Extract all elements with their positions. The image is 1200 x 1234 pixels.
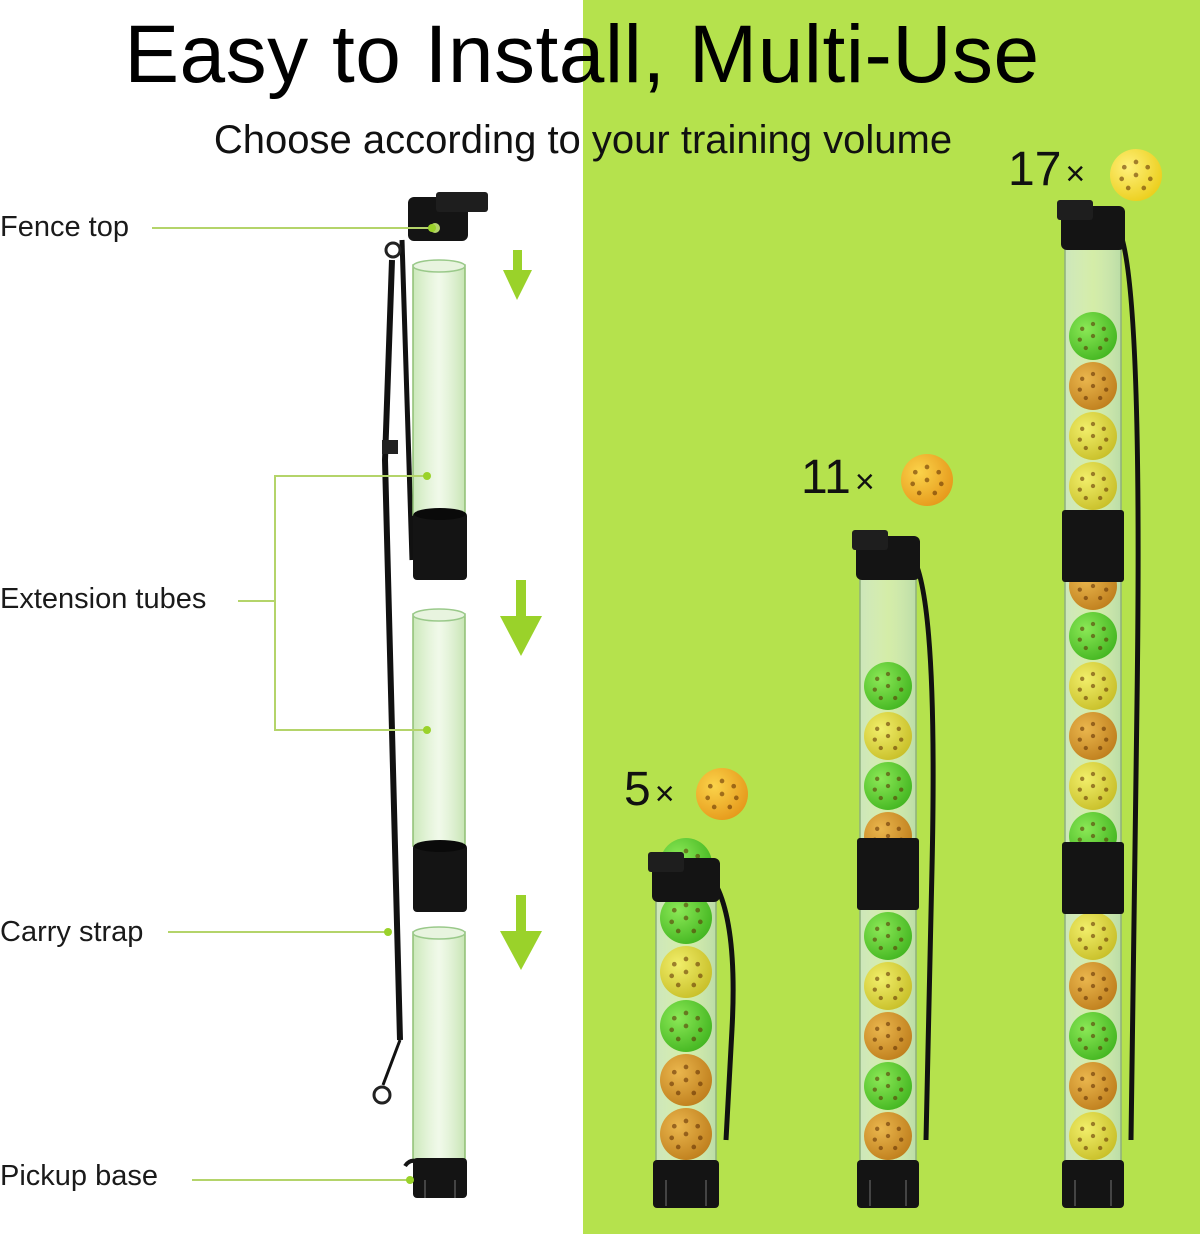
pickleball <box>864 1112 912 1160</box>
pickleball <box>1069 312 1117 360</box>
label-extension-tubes: Extension tubes <box>0 583 207 615</box>
tube-11-balls <box>852 530 936 1208</box>
pickleball <box>660 892 712 944</box>
pickleball <box>660 946 712 998</box>
tube-5-balls <box>648 838 736 1208</box>
pickleball <box>1069 662 1117 710</box>
leader-lines <box>152 227 432 1181</box>
capacity-icons <box>696 149 1162 820</box>
arrow-down-icon <box>503 250 532 300</box>
pickleball <box>1069 962 1117 1010</box>
extension-tube-1 <box>412 259 467 580</box>
carry-strap <box>372 239 415 1105</box>
page-title: Easy to Install, Multi-Use <box>124 9 1040 100</box>
pickleball-icon <box>1110 149 1162 201</box>
pickleball <box>660 1108 712 1160</box>
pickup-tube <box>403 926 467 1198</box>
leader-dots <box>384 224 436 1184</box>
strap-clip-bottom <box>372 1085 392 1105</box>
pickleball <box>864 962 912 1010</box>
pickleball <box>1069 1012 1117 1060</box>
assembled-tubes <box>648 200 1141 1208</box>
pickleball-icon <box>901 454 953 506</box>
pickleball <box>864 1062 912 1110</box>
capacity-11: 11× <box>801 451 875 504</box>
capacity-17: 17× <box>1008 143 1086 196</box>
pickleball <box>1069 1112 1117 1160</box>
fence-top-cap <box>408 192 488 241</box>
capacity-5: 5× <box>624 763 675 816</box>
strap-buckle <box>382 440 398 454</box>
pickleball <box>864 712 912 760</box>
pickleball <box>1069 762 1117 810</box>
extension-tube-2 <box>412 608 467 912</box>
pickleball <box>864 662 912 710</box>
label-carry-strap: Carry strap <box>0 916 144 948</box>
pickleball <box>660 1054 712 1106</box>
label-pickup-base: Pickup base <box>0 1160 158 1192</box>
pickleball <box>660 1000 712 1052</box>
tube-17-balls <box>1057 200 1141 1208</box>
strap-clip-top <box>384 241 402 259</box>
pickleball <box>1069 612 1117 660</box>
arrow-down-icon <box>500 580 542 656</box>
pickleball <box>1069 412 1117 460</box>
pickleball <box>1069 712 1117 760</box>
pickleball-icon <box>696 768 748 820</box>
pickleball <box>1069 362 1117 410</box>
pickleball <box>1069 912 1117 960</box>
pickleball <box>864 762 912 810</box>
pickleball <box>1069 1062 1117 1110</box>
page-subtitle: Choose according to your training volume <box>213 118 953 162</box>
pickleball <box>1069 462 1117 510</box>
pickleball <box>864 912 912 960</box>
label-fence-top: Fence top <box>0 211 129 243</box>
pickup-base <box>413 1158 467 1198</box>
arrow-down-icon <box>500 895 542 970</box>
pickleball <box>864 1012 912 1060</box>
